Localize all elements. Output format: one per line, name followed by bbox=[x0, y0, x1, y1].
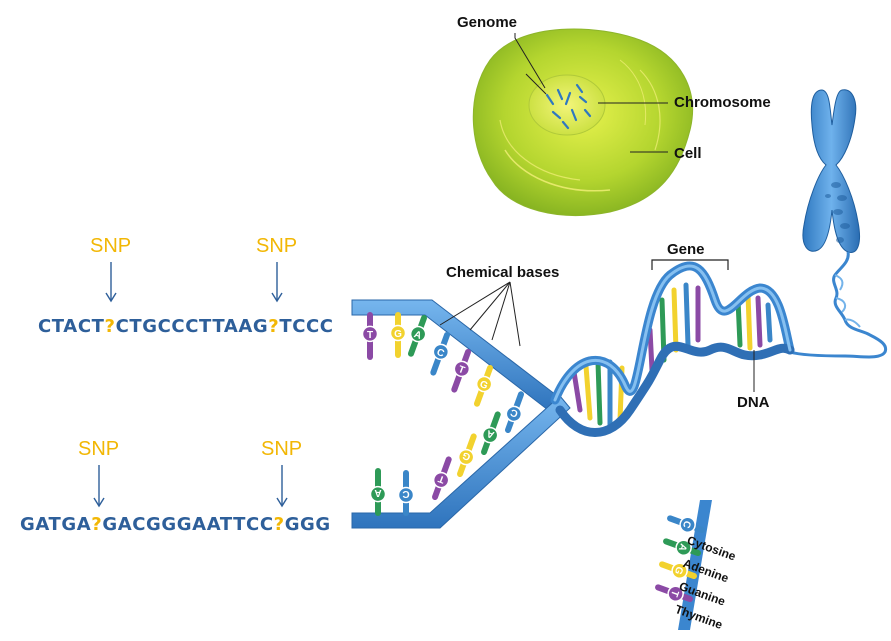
base-guanine: G bbox=[457, 433, 477, 477]
base-adenine: A bbox=[481, 411, 501, 455]
snp-marker: ? bbox=[273, 514, 285, 535]
svg-text:G: G bbox=[672, 565, 685, 576]
chromosome-graphic bbox=[789, 89, 888, 359]
svg-text:A: A bbox=[374, 487, 381, 498]
sequence-segment: GGG bbox=[284, 514, 331, 535]
base-guanine: G bbox=[389, 312, 407, 358]
svg-text:G: G bbox=[461, 449, 472, 462]
dna-label: DNA bbox=[737, 394, 770, 411]
base-adenine: A bbox=[408, 315, 427, 357]
base-cytosine: C bbox=[505, 391, 524, 433]
sequence-segment: GATGA bbox=[20, 514, 92, 535]
svg-text:C: C bbox=[435, 347, 446, 360]
sequence-segment: CTACT bbox=[38, 316, 105, 337]
svg-text:T: T bbox=[457, 364, 467, 376]
snp-marker: ? bbox=[91, 514, 103, 535]
base-thymine: T bbox=[361, 312, 379, 360]
svg-text:A: A bbox=[412, 329, 423, 342]
sequence-segment: GACGGGAATTCC bbox=[102, 514, 274, 535]
sequence-segment: TCCC bbox=[279, 316, 334, 337]
sequence-segment: CTGCCCTTAAG bbox=[115, 316, 269, 337]
gene-label: Gene bbox=[667, 241, 705, 258]
base-adenine: A bbox=[369, 468, 387, 516]
svg-text:G: G bbox=[394, 329, 402, 340]
snp-label: SNP bbox=[261, 438, 303, 460]
cell-label: Cell bbox=[674, 145, 702, 162]
snp-label: SNP bbox=[78, 438, 120, 460]
svg-text:T: T bbox=[668, 589, 680, 599]
svg-text:T: T bbox=[437, 472, 447, 484]
svg-text:G: G bbox=[478, 379, 489, 392]
snp-marker: ? bbox=[104, 316, 116, 337]
gene-bracket bbox=[651, 259, 729, 270]
base-guanine: G bbox=[474, 365, 493, 407]
chromosome-label: Chromosome bbox=[674, 94, 771, 111]
cell-pointer-lines bbox=[514, 33, 668, 153]
snp-label: SNP bbox=[256, 235, 298, 257]
svg-text:C: C bbox=[680, 519, 693, 530]
base-guanine: G bbox=[659, 561, 697, 580]
dna-backbones bbox=[351, 299, 571, 529]
chemical-bases-label: Chemical bases bbox=[446, 264, 560, 281]
svg-text:A: A bbox=[485, 427, 496, 440]
base-thymine: T bbox=[451, 349, 471, 393]
dna-sequence-2: GATGA?GACGGGAATTCC?GGG bbox=[20, 514, 331, 535]
base-thymine: T bbox=[655, 584, 693, 603]
dna-helix bbox=[550, 261, 795, 437]
base-cytosine: C bbox=[397, 470, 415, 516]
dna-sequence-1: CTACT?CTGCCCTTAAG?TCCC bbox=[38, 316, 334, 337]
snp-label: SNP bbox=[90, 235, 132, 257]
svg-text:C: C bbox=[402, 488, 409, 499]
svg-text:T: T bbox=[367, 330, 373, 341]
snp-arrows bbox=[93, 262, 288, 508]
genome-label: Genome bbox=[457, 14, 518, 31]
svg-text:A: A bbox=[676, 542, 689, 553]
base-cytosine: C bbox=[667, 515, 705, 534]
snp-marker: ? bbox=[268, 316, 280, 337]
base-cytosine: C bbox=[430, 332, 450, 376]
svg-text:C: C bbox=[509, 406, 520, 419]
base-thymine: T bbox=[432, 456, 452, 500]
chemical-bases-pointers bbox=[439, 281, 521, 347]
base-adenine: A bbox=[663, 538, 701, 557]
